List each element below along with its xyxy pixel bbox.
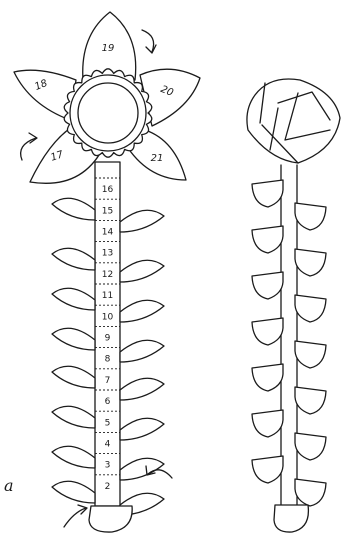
- flat-leaf-right: [120, 340, 164, 362]
- flat-leaf-left: [52, 198, 95, 220]
- stem-number: 5: [105, 418, 111, 428]
- assembled-leaf-right: [295, 249, 326, 276]
- petal-number-19: 19: [102, 43, 115, 54]
- edge-label: a: [4, 476, 14, 495]
- stem-number: 15: [102, 206, 113, 216]
- assembled-leaf-left: [252, 364, 283, 391]
- assembled-flower: [247, 79, 340, 532]
- assembled-leaf-right: [295, 479, 326, 506]
- arrow-bottom-left: [64, 505, 87, 527]
- flat-leaf-right: [120, 458, 164, 480]
- stem-number: 13: [102, 249, 113, 259]
- stem-strip: 16 15 14 13 12 11 10 9 8 7 6 5 4 3 2: [95, 162, 120, 506]
- stem-number: 14: [102, 228, 114, 238]
- stem-number: 7: [105, 376, 111, 386]
- stem-number: 11: [102, 291, 113, 301]
- flat-leaf-right: [120, 260, 164, 282]
- stem-number: 3: [105, 461, 111, 471]
- assembled-stem: [281, 165, 297, 505]
- flat-leaf-right: [120, 418, 164, 440]
- stem-number: 4: [105, 440, 111, 450]
- base-tab: [89, 506, 132, 532]
- assembled-leaf-right: [295, 387, 326, 414]
- assembled-leaf-left: [252, 180, 283, 207]
- stem-number: 6: [105, 397, 111, 407]
- assembled-leaf-right: [295, 341, 326, 368]
- assembled-leaf-left: [252, 272, 283, 299]
- assembled-leaf-left: [252, 410, 283, 437]
- assembled-leaves: [252, 180, 326, 506]
- center-disc: [78, 83, 138, 143]
- flat-leaf-right: [120, 210, 164, 232]
- assembled-leaf-left: [252, 318, 283, 345]
- stem-number: 16: [102, 185, 114, 195]
- flat-leaf-left: [52, 248, 95, 270]
- assembled-leaf-right: [295, 433, 326, 460]
- stem-number: 8: [105, 355, 111, 365]
- petal-number-21: 21: [151, 153, 164, 164]
- arrow-top-right: [142, 30, 156, 53]
- rose-head: [247, 79, 340, 163]
- flat-leaf-left: [52, 446, 95, 468]
- flower-center: [64, 69, 152, 157]
- flat-leaf-left: [52, 328, 95, 350]
- stem-number: 12: [102, 270, 113, 280]
- assembled-leaf-right: [295, 203, 326, 230]
- flat-leaf-left: [52, 288, 95, 310]
- flat-leaf-left: [52, 406, 95, 428]
- flat-leaf-left: [52, 366, 95, 388]
- assembled-leaf-left: [252, 226, 283, 253]
- stem-number: 9: [105, 334, 111, 344]
- stem-number: 10: [102, 312, 114, 322]
- stem-number: 2: [105, 482, 111, 492]
- assembled-leaf-right: [295, 295, 326, 322]
- assembled-leaf-left: [252, 456, 283, 483]
- flat-leaf-right: [120, 300, 164, 322]
- flat-leaf-left: [52, 481, 95, 503]
- assembled-base: [274, 505, 308, 532]
- flat-leaf-right: [120, 378, 164, 400]
- arrow-left-petal: [21, 133, 37, 160]
